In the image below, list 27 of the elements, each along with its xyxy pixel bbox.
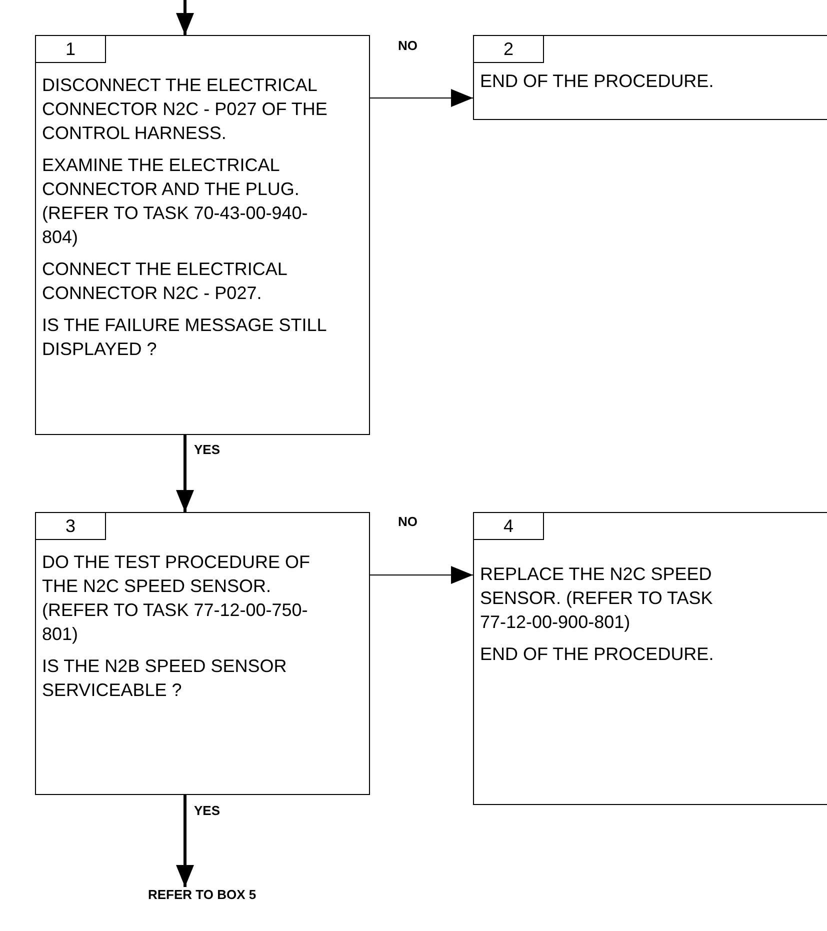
instruction-text: REPLACE THE N2C SPEED SENSOR. (REFER TO TASK 77-12-00-900-801): [480, 563, 714, 634]
edge-label: NO: [397, 38, 418, 53]
instruction-text: DISCONNECT THE ELECTRICAL CONNECTOR N2C - P027 OF THE CONTROL HARNESS.: [42, 74, 328, 145]
instruction-text: IS THE FAILURE MESSAGE STILL DISPLAYED ?: [42, 314, 328, 361]
instruction-text: END OF THE PROCEDURE.: [480, 643, 715, 666]
instruction-text: END OF THE PROCEDURE.: [480, 70, 715, 93]
edge-label: YES: [193, 803, 222, 818]
arrow: [176, 0, 194, 35]
arrow: [176, 435, 194, 512]
arrow: [370, 566, 474, 584]
instruction-text: IS THE N2B SPEED SENSOR SERVICEABLE ?: [42, 655, 288, 702]
step-number: 1: [36, 36, 106, 63]
reference-text: REFER TO BOX 5: [148, 887, 256, 902]
step-box: [35, 512, 370, 795]
step-number: 4: [474, 513, 544, 540]
instruction-text: EXAMINE THE ELECTRICAL CONNECTOR AND THE PLUG. (REFER TO TASK 70-43-00-940-804): [42, 154, 309, 249]
arrow: [370, 89, 474, 107]
edge-label: YES: [193, 442, 222, 457]
instruction-text: CONNECT THE ELECTRICAL CONNECTOR N2C - P027.: [42, 258, 288, 305]
step-box: [473, 512, 827, 805]
step-box: [473, 35, 827, 120]
step-number: 3: [36, 513, 106, 540]
instruction-text: DO THE TEST PROCEDURE OF THE N2C SPEED SENSOR. (REFER TO TASK 77-12-00-750-801): [42, 551, 312, 646]
edge-label: NO: [397, 514, 418, 529]
step-number: 2: [474, 36, 544, 63]
arrow: [176, 795, 194, 887]
step-box: [35, 35, 370, 435]
